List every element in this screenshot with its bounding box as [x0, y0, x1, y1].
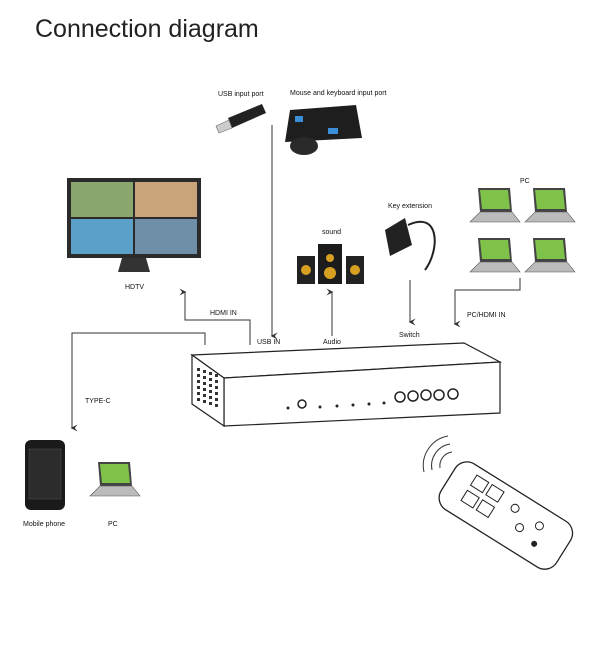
- vent-hole: [203, 382, 206, 385]
- vent-hole: [215, 374, 218, 377]
- remote-control-icon: [422, 435, 574, 570]
- mobile-phone-label: Mobile phone: [23, 521, 65, 528]
- vent-hole: [215, 398, 218, 401]
- pc-hdmi-in-label: PC/HDMI IN: [467, 312, 506, 319]
- hdmi-in-label: HDMI IN: [210, 310, 237, 317]
- sound-label: sound: [322, 229, 341, 236]
- vent-hole: [197, 392, 200, 395]
- key-extension-icon: [385, 218, 436, 271]
- vent-hole: [203, 394, 206, 397]
- vent-hole: [197, 374, 200, 377]
- vent-hole: [209, 378, 212, 381]
- usb-port-label: USB input port: [218, 91, 264, 98]
- front-panel-leds: [286, 401, 386, 410]
- page-title: Connection diagram: [35, 15, 259, 43]
- vent-hole: [197, 380, 200, 383]
- vent-hole: [197, 368, 200, 371]
- vent-hole: [209, 390, 212, 393]
- vent-hole: [215, 380, 218, 383]
- vent-hole: [215, 404, 218, 407]
- hdmi-in-line: [179, 288, 251, 345]
- usb-stick-icon: [215, 104, 266, 134]
- vent-hole: [215, 392, 218, 395]
- keyboard-port-label: Mouse and keyboard input port: [290, 90, 387, 97]
- vent-hole: [209, 402, 212, 405]
- pc-group-icon: [469, 187, 576, 273]
- vent-hole: [203, 400, 206, 403]
- vent-icon: [197, 368, 218, 407]
- type-c-line: [70, 332, 206, 432]
- vent-hole: [197, 398, 200, 401]
- key-extension-label: Key extension: [388, 203, 432, 210]
- vent-hole: [209, 384, 212, 387]
- hdtv-label: HDTV: [125, 284, 144, 291]
- mobile-phone-icon: [25, 440, 65, 510]
- pc-label: PC: [108, 521, 118, 528]
- speaker-icon: [297, 244, 364, 284]
- vent-hole: [209, 396, 212, 399]
- audio-label: Audio: [323, 339, 341, 346]
- pc-group-label: PC: [520, 178, 530, 185]
- usb-in-label: USB IN: [257, 339, 280, 346]
- kvm-switch-box: [190, 342, 503, 428]
- keyboard-mouse-icon: [285, 105, 362, 155]
- vent-hole: [209, 372, 212, 375]
- pc-hdmi-in-line: [453, 278, 521, 328]
- vent-hole: [215, 386, 218, 389]
- vent-hole: [203, 370, 206, 373]
- vent-hole: [203, 376, 206, 379]
- pc-icon: [89, 461, 141, 497]
- hdtv-icon: [67, 178, 201, 272]
- vent-hole: [197, 386, 200, 389]
- switch-label: Switch: [399, 332, 420, 339]
- vent-hole: [203, 388, 206, 391]
- front-panel-buttons: [297, 388, 459, 409]
- type-c-label: TYPE-C: [85, 398, 111, 405]
